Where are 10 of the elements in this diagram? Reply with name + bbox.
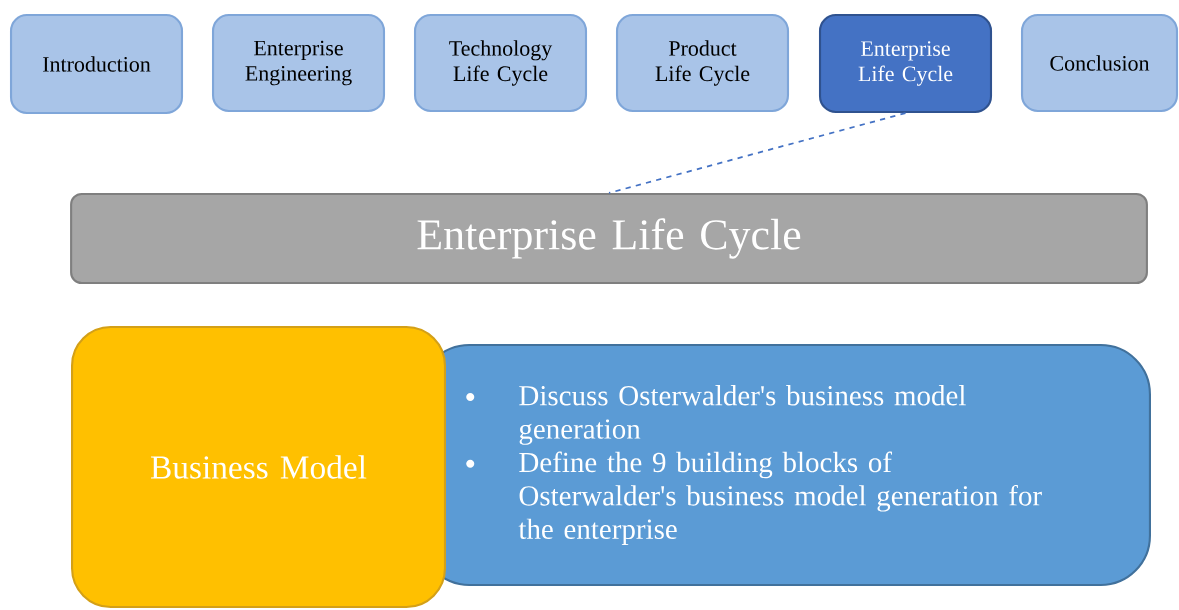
content-box: Discuss Osterwalder's business model generation Define the 9 building blocks of Osterwalder's business model generation for the enterprise <box>419 343 1151 587</box>
tab-box: Introduction <box>9 13 184 115</box>
tab-box: Enterprise Engineering <box>211 13 386 113</box>
tab-box: Enterprise Life Cycle <box>818 13 993 114</box>
tab-box: Technology Life Cycle <box>413 13 588 113</box>
tab-box: Product Life Cycle <box>615 13 790 113</box>
section-banner: Enterprise Life Cycle <box>70 192 1148 285</box>
tab-box: Conclusion <box>1020 13 1179 113</box>
connector-line <box>608 112 907 194</box>
topic-box: Business Model <box>71 326 447 609</box>
